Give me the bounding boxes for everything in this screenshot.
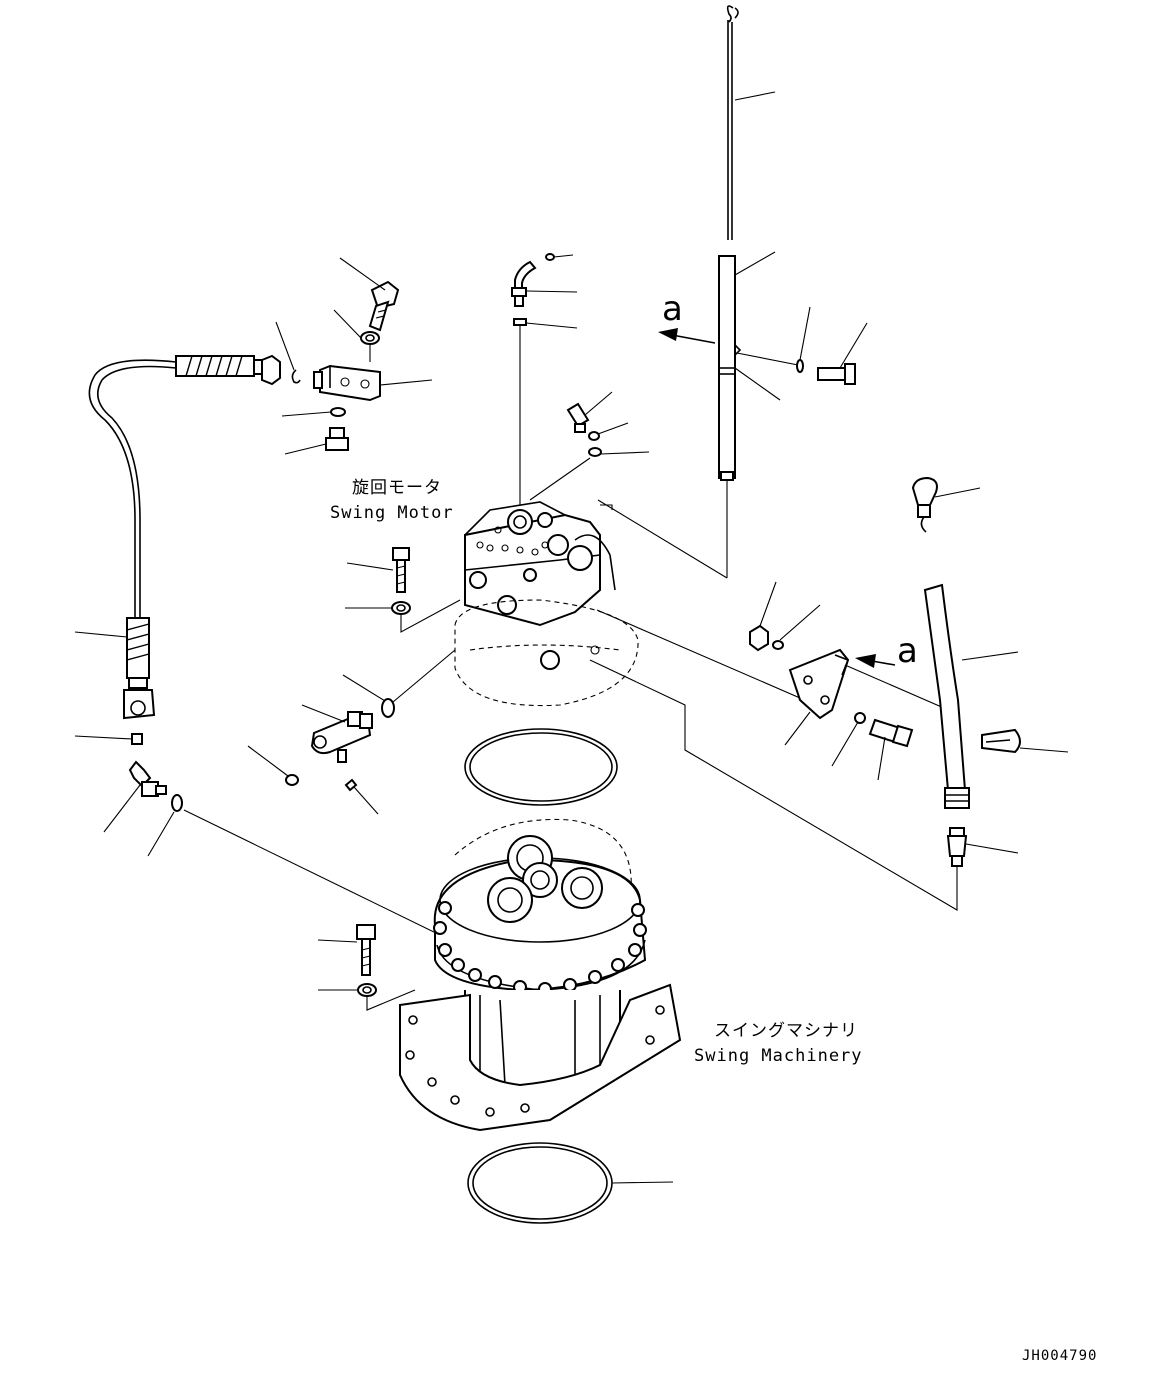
swing-motor-label-en: Swing Motor — [330, 503, 454, 523]
drawing-number: JH004790 — [1022, 1348, 1098, 1364]
view-arrow-top-letter: a — [662, 289, 683, 329]
elbow-fitting-left — [74, 733, 441, 936]
dipstick — [726, 5, 776, 240]
drain-tube — [589, 583, 1069, 911]
swing-machinery-body — [399, 818, 682, 1132]
washer-bolt-top-right — [796, 306, 868, 385]
swing-machinery-label-jp: スイングマシナリ — [714, 1021, 858, 1041]
swing-motor-label-jp: 旋回モータ — [352, 478, 442, 498]
pressure-sensor-fitting — [247, 649, 456, 815]
bracket-assembly — [596, 581, 961, 781]
view-arrow-top — [658, 328, 716, 344]
swing-motor-body — [454, 501, 639, 707]
motor-mounting-bolt — [345, 547, 461, 633]
high-pressure-hose — [74, 354, 281, 720]
adapter-block — [275, 257, 433, 455]
elbow-fitting-top — [511, 253, 578, 505]
machinery-mounting-bolt — [317, 924, 416, 1011]
dipstick-guide-tube — [597, 251, 799, 579]
breather-cap — [911, 476, 981, 533]
o-ring-upper — [464, 728, 618, 806]
view-arrow-right-letter: a — [897, 631, 918, 671]
relief-valve-fitting — [529, 391, 650, 510]
swing-machinery-label-en: Swing Machinery — [694, 1046, 863, 1066]
o-ring-lower — [467, 1142, 674, 1224]
view-arrow-right — [855, 654, 896, 668]
